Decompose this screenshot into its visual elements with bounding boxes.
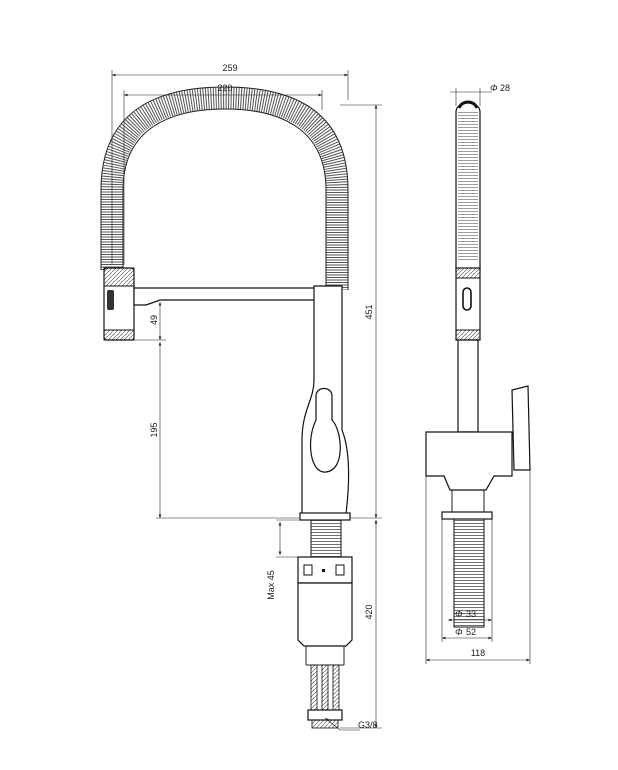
- dimension-base-diameter: Φ 52: [441, 519, 493, 642]
- spout-reach-label: 220: [217, 83, 232, 93]
- side-body: [425, 431, 513, 491]
- shank-diameter-label: 33: [466, 609, 476, 619]
- shank-diameter-symbol: Φ: [455, 609, 463, 619]
- dimension-spout-reach: 220: [123, 83, 323, 265]
- dimension-head-offset: 49: [134, 302, 166, 341]
- faucet-body: [301, 285, 350, 515]
- side-pull-out-head: [455, 267, 481, 341]
- hose-diameter-label: 28: [500, 83, 510, 93]
- base-diameter-symbol: Φ: [455, 627, 463, 637]
- depth-label: 118: [471, 648, 485, 658]
- spout-arm: [133, 287, 330, 306]
- max-deck-label: Max 45: [266, 570, 276, 600]
- supply-hoses: [307, 664, 343, 729]
- dimension-shank-diameter: Φ 33: [448, 609, 492, 622]
- dimension-hose-length: 420: [340, 520, 382, 729]
- thread-label: G3/8: [358, 720, 378, 730]
- threaded-shank: [310, 519, 342, 559]
- side-body-column: [457, 339, 479, 433]
- side-hose: [455, 100, 481, 270]
- side-threaded-shank: [453, 518, 485, 628]
- side-base: [441, 511, 493, 520]
- spout-clearance-label: 195: [149, 422, 159, 437]
- overall-width-label: 259: [222, 63, 237, 73]
- hose-length-label: 420: [364, 604, 374, 619]
- dimension-total-height: 451: [340, 104, 382, 519]
- spring-hose: [100, 86, 349, 290]
- fixing-nut: [297, 556, 353, 584]
- total-height-label: 451: [364, 304, 374, 319]
- hose-diameter-symbol: Φ: [490, 83, 498, 93]
- dimension-max-deck: Max 45: [266, 519, 300, 600]
- side-view: Φ 28 Φ 33 Φ 52 118: [425, 83, 531, 664]
- dimension-hose-diameter: Φ 28: [450, 83, 510, 106]
- pull-out-head: [103, 267, 135, 341]
- base-diameter-label: 52: [466, 627, 476, 637]
- dimension-overall-width: 259: [111, 63, 349, 265]
- front-view: 259 220 451 49 195 Max 4: [100, 63, 382, 731]
- thread-callout: G3/8: [324, 717, 378, 731]
- dimension-depth: 118: [425, 470, 531, 664]
- lower-housing: [297, 582, 353, 666]
- head-offset-label: 49: [149, 315, 159, 325]
- faucet-base: [299, 512, 351, 521]
- dimension-spout-clearance: 195: [149, 342, 300, 519]
